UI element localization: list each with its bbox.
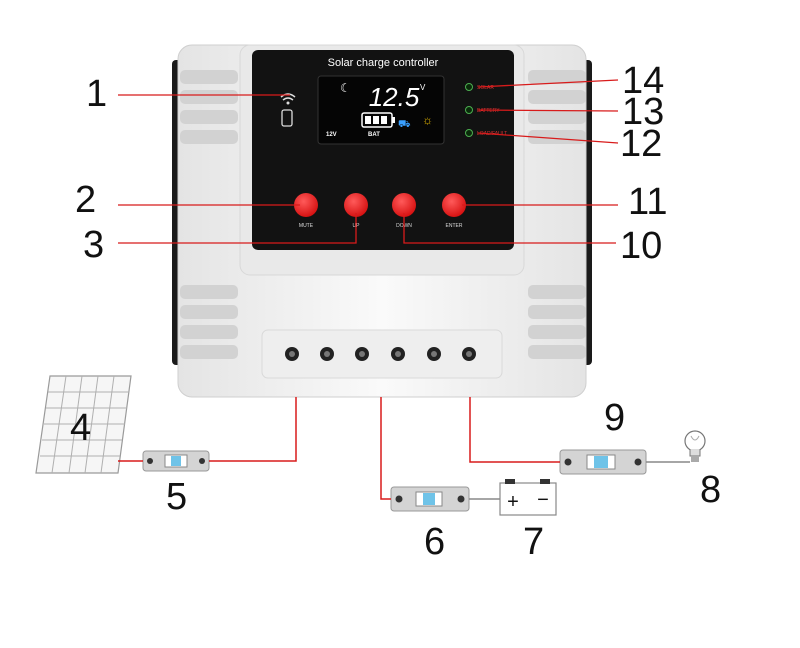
- callout-12: 12: [620, 123, 662, 165]
- callout-4: 4: [70, 407, 91, 449]
- solar-panel-icon: [35, 375, 132, 474]
- callout-14: 14: [622, 60, 664, 102]
- fuse-solar: [142, 450, 210, 472]
- button-label: ENTER: [446, 223, 463, 229]
- callout-9: 9: [604, 397, 625, 439]
- callout-1: 1: [86, 73, 107, 115]
- wires: [118, 397, 690, 500]
- callout-11: 11: [628, 181, 667, 223]
- terminal-screw: [320, 347, 334, 361]
- battery-minus: −: [537, 489, 549, 511]
- lightbulb-lcd-icon: ☼: [422, 113, 433, 127]
- status-led-battery: BATTERY: [465, 106, 500, 114]
- led-label: BATTERY: [477, 108, 500, 114]
- terminal-screw: [355, 347, 369, 361]
- button-label: MUTE: [299, 223, 314, 229]
- leader-lines: [118, 79, 619, 244]
- terminal-screws: [285, 347, 476, 361]
- led-label: SOLAR: [477, 85, 494, 91]
- enter-button[interactable]: ENTER: [442, 193, 466, 229]
- battery-icon: + −: [499, 479, 557, 516]
- fuse-load: [559, 449, 647, 475]
- mute-button[interactable]: MUTE: [294, 193, 318, 229]
- lcd-system-voltage: 12V: [326, 132, 337, 138]
- terminal-screw: [285, 347, 299, 361]
- wifi-phone-icon: [280, 93, 296, 127]
- battery-plus: +: [507, 491, 519, 513]
- lightbulb-icon: [684, 430, 706, 462]
- moon-icon: ☾: [340, 81, 351, 95]
- fuse-battery: [390, 486, 470, 512]
- terminal-screw: [391, 347, 405, 361]
- callout-5: 5: [166, 476, 187, 518]
- callout-10: 10: [620, 225, 662, 267]
- lcd-voltage: 12.5: [369, 82, 420, 112]
- device-title: Solar charge controller: [328, 57, 439, 69]
- lcd-screen: [317, 75, 445, 145]
- callout-3: 3: [83, 224, 104, 266]
- callout-7: 7: [523, 521, 544, 563]
- status-led-solar: SOLAR: [465, 83, 494, 91]
- callout-13: 13: [622, 91, 664, 133]
- front-panel: Solar charge controller ☾ 12.5 V ⛟ ☼ 12V…: [252, 50, 514, 250]
- car-load-icon: ⛟: [398, 119, 411, 130]
- callout-numbers: 1 2 3 4 5 6 7 8 9 10 11 12 13 14: [70, 60, 721, 563]
- callout-6: 6: [424, 521, 445, 563]
- callout-8: 8: [700, 469, 721, 511]
- lcd-unit: V: [420, 83, 426, 92]
- battery-level-icon: [361, 112, 395, 128]
- terminal-screw: [427, 347, 441, 361]
- terminal-screw: [462, 347, 476, 361]
- lcd-bat-label: BAT: [368, 132, 380, 138]
- callout-2: 2: [75, 179, 96, 221]
